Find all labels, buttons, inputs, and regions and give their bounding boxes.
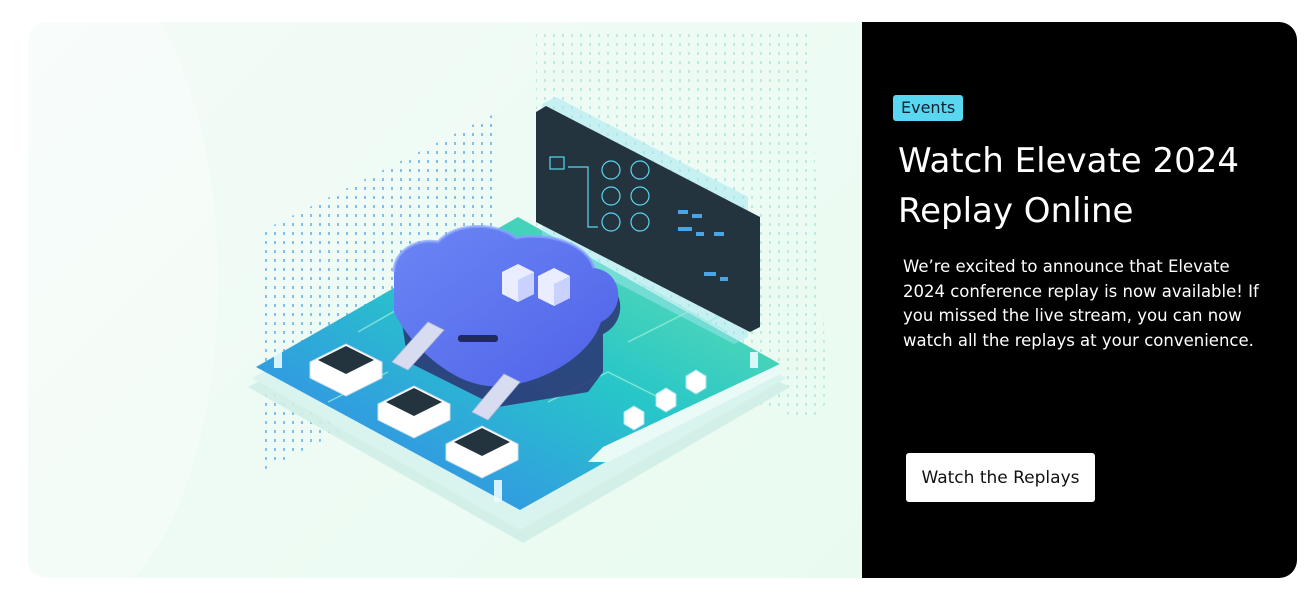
corner-pillars	[274, 352, 758, 502]
ribbon-cables	[391, 321, 521, 421]
events-tag: Events	[893, 95, 964, 121]
cloud-server-illustration	[28, 22, 862, 578]
display-screen	[536, 97, 760, 344]
chip-2	[377, 385, 451, 439]
chip-1	[309, 343, 383, 397]
background-blob	[28, 22, 218, 578]
chip-3	[445, 425, 519, 479]
small-cubes	[623, 369, 707, 431]
banner-description: We’re excited to announce that Elevate 2…	[903, 257, 1259, 350]
banner-title: Watch Elevate 2024 Replay Online	[898, 141, 1240, 231]
event-banner-card: Events Watch Elevate 2024 Replay Online …	[28, 22, 1297, 578]
watch-replays-button[interactable]: Watch the Replays	[906, 453, 1095, 502]
promo-panel: Events Watch Elevate 2024 Replay Online …	[862, 22, 1297, 578]
cloud-shape	[392, 225, 621, 407]
board-plate	[588, 364, 780, 462]
